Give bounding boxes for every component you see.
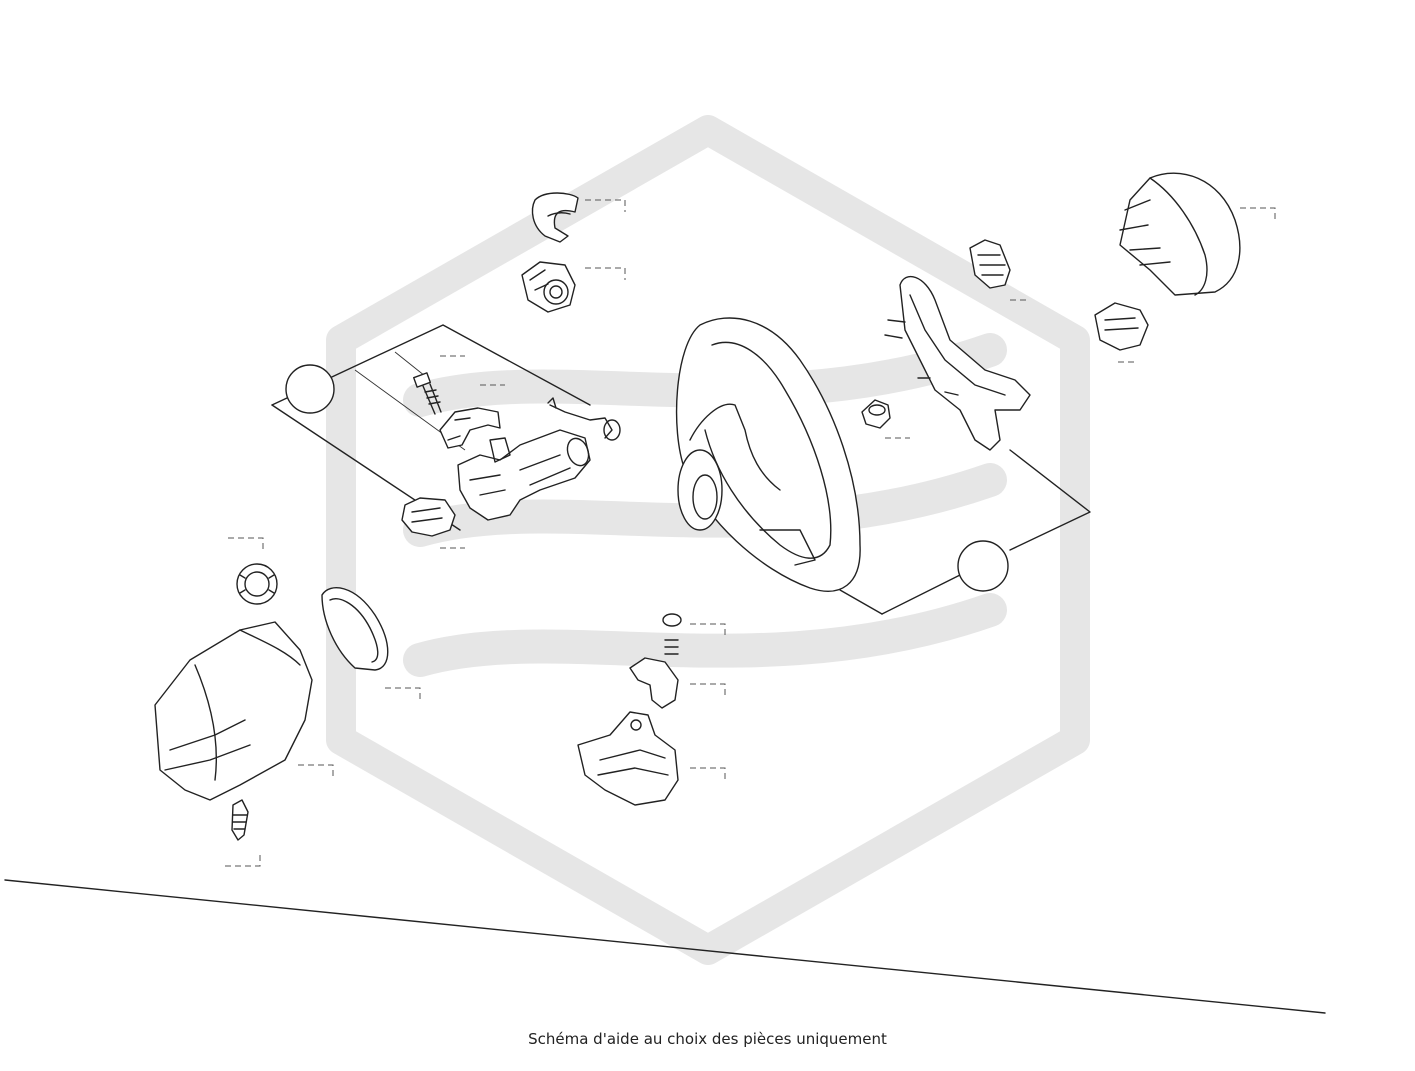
ignition-ring-module [521,261,576,313]
detail-marker-circle [285,364,335,414]
small-plug [662,613,682,655]
lock-connector [401,497,456,537]
callout-trim-ring [385,687,421,700]
lower-housing [577,711,679,806]
driver-airbag [1119,172,1241,296]
lock-ring-cover [531,192,579,243]
ignition-lock-body [457,397,621,521]
callout-small-plug [690,623,726,636]
steering-wheel [675,317,861,592]
switch-module [969,239,1011,289]
callout-lower-housing [690,767,726,780]
small-lock-ring [236,563,278,605]
watermark-logo [326,115,1090,965]
trim-ring [321,587,389,671]
callout-column-shroud [298,764,334,778]
callout-small-ring [228,537,264,550]
lock-clamp [439,407,501,449]
diagram-caption: Schéma d'aide au choix des pièces unique… [528,1030,887,1048]
steering-wheel-frame [839,449,1091,615]
lock-bolt [413,372,442,415]
detail-marker-circle [957,540,1009,592]
wheel-rear-cover [884,275,1031,451]
shroud-screw [231,799,249,841]
wheel-nut [861,399,891,429]
ground-line [4,879,1326,1014]
control-unit [1094,302,1149,351]
ignition-lock-frame [271,324,591,531]
callout-airbag [1240,207,1276,220]
bracket-clamp [629,657,679,709]
callout-screw [225,853,261,867]
callout-bracket-clamp [690,683,726,696]
callout-lock-ring [585,199,626,212]
column-shroud [154,621,313,801]
callout-ignition-ring [585,267,626,280]
